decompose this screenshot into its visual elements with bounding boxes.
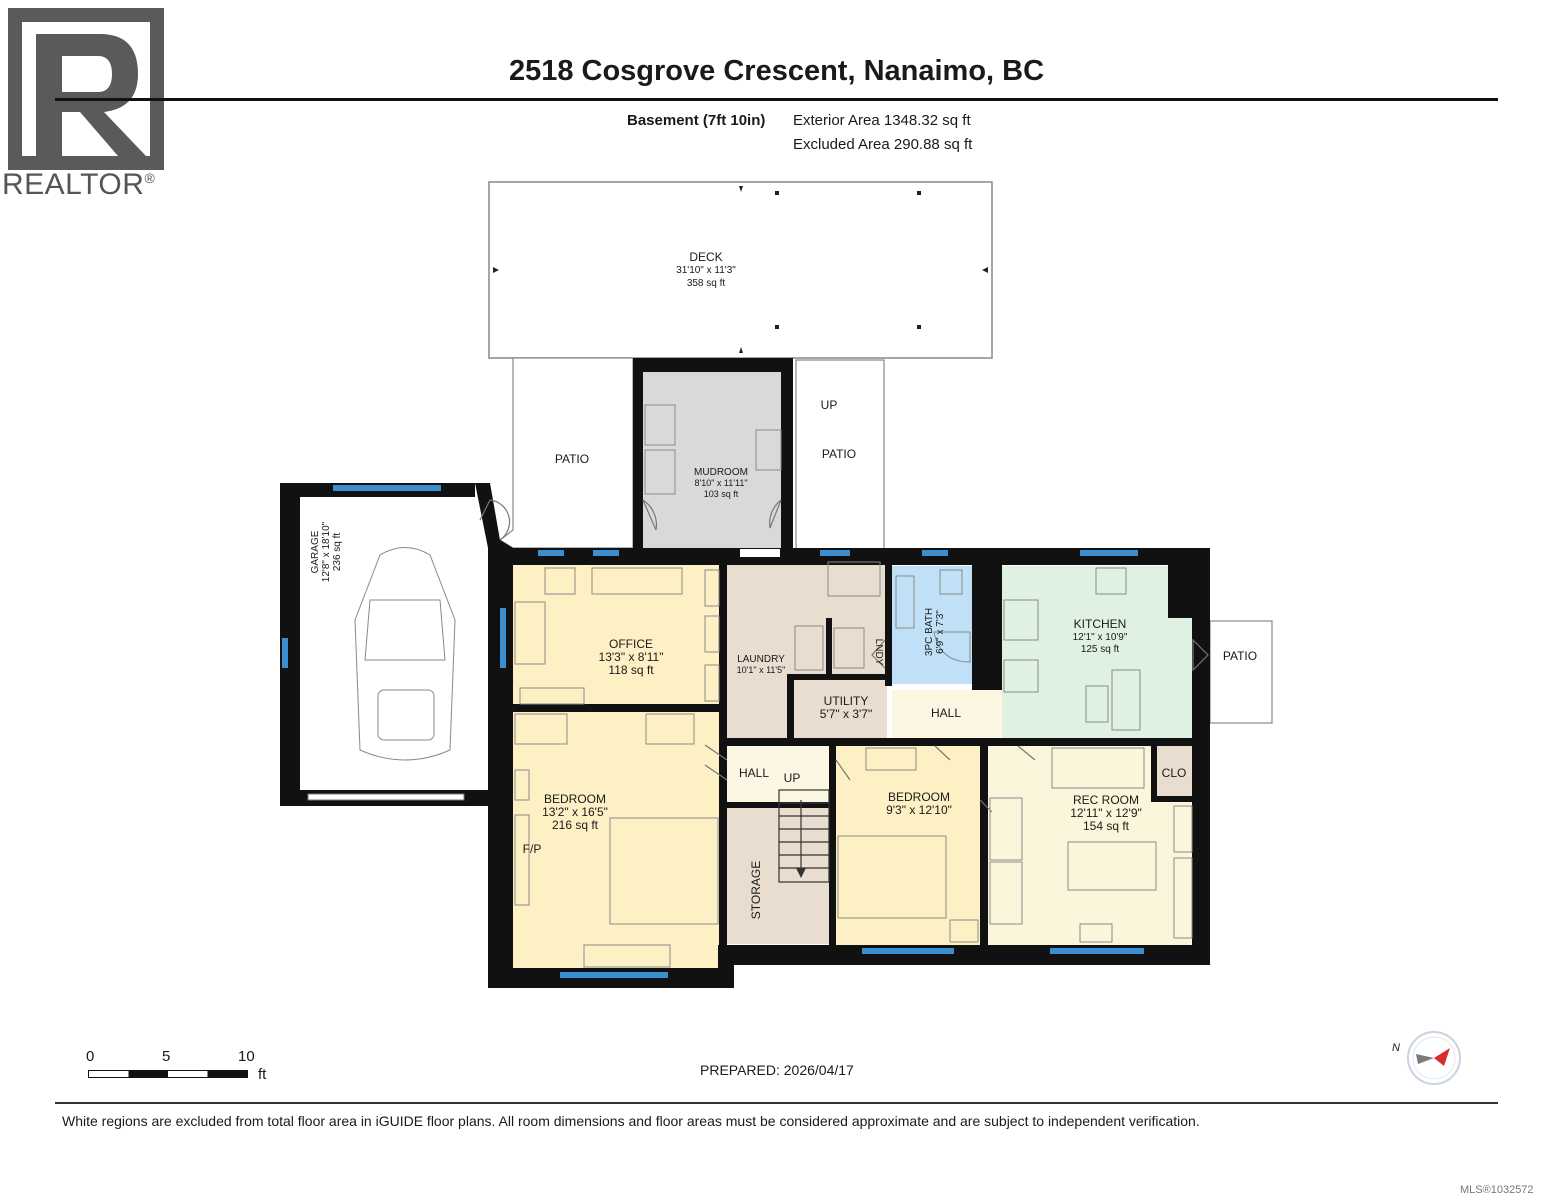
excluded-area: Excluded Area 290.88 sq ft	[793, 136, 973, 153]
up-stairs-label: UP	[784, 771, 801, 785]
deck-markers	[493, 186, 988, 353]
realtor-logo-icon	[8, 8, 164, 170]
office-dims: 13'3" x 8'11"	[599, 650, 664, 664]
patio-middle-label: PATIO	[822, 447, 856, 461]
bedroom-2-name: BEDROOM	[888, 790, 950, 804]
patio-left-label: PATIO	[555, 452, 589, 466]
hall-right-label: HALL	[931, 706, 961, 720]
lndy-label: LNDY	[873, 639, 884, 666]
utility-name: UTILITY	[824, 694, 869, 708]
laundry-name: LAUNDRY	[737, 654, 785, 665]
bedroom-1-dims: 13'2" x 16'5"	[542, 805, 608, 819]
level-label: Basement (7ft 10in)	[627, 112, 766, 129]
hall-right-fill	[892, 690, 1002, 738]
bath-fill	[892, 566, 974, 684]
closet-fill	[1155, 745, 1193, 801]
storage-label: STORAGE	[749, 861, 763, 919]
realtor-wordmark: REALTOR®	[2, 168, 156, 201]
stairs-arrow	[796, 868, 806, 878]
rec-room-area: 154 sq ft	[1083, 819, 1130, 833]
stairs	[778, 789, 830, 883]
bedroom-1-area: 216 sq ft	[552, 818, 599, 832]
page-title: 2518 Cosgrove Crescent, Nanaimo, BC	[508, 55, 1045, 87]
compass-icon	[1407, 1031, 1461, 1085]
rec-room-name: REC ROOM	[1073, 793, 1139, 807]
deck-name: DECK	[689, 250, 722, 264]
garage-door	[307, 793, 465, 801]
exterior-area: Exterior Area 1348.32 sq ft	[793, 112, 971, 129]
garage-fill	[300, 497, 488, 790]
mls-number: MLS®1032572	[1460, 1184, 1534, 1196]
kitchen-fill	[1002, 566, 1192, 738]
kitchen-dims: 12'1" x 10'9"	[1073, 632, 1128, 643]
title-rule	[55, 98, 1498, 101]
scale-bar: 0 5 10 ft	[85, 1048, 275, 1083]
office-area: 118 sq ft	[608, 663, 654, 677]
garage-name: GARAGE	[310, 530, 321, 573]
closet-label: CLO	[1162, 766, 1187, 780]
kitchen-name: KITCHEN	[1074, 617, 1127, 631]
deck-area: 358 sq ft	[687, 278, 726, 289]
footer-rule	[55, 1102, 1498, 1104]
bedroom-2-dims: 9'3" x 12'10"	[886, 803, 952, 817]
garage-area: 236 sq ft	[332, 533, 343, 572]
mudroom-name: MUDROOM	[694, 467, 748, 478]
prepared-date: PREPARED: 2026/04/17	[700, 1062, 854, 1078]
deck-area	[488, 181, 993, 359]
scale-graphic	[88, 1070, 248, 1078]
bedroom-1-name: BEDROOM	[544, 792, 606, 806]
office-name: OFFICE	[609, 637, 653, 651]
bath-name: 3PC BATH	[924, 608, 935, 656]
mudroom-area: 103 sq ft	[704, 489, 739, 499]
rec-room-dims: 12'11" x 12'9"	[1070, 806, 1142, 820]
mudroom-dims: 8'10" x 11'11"	[694, 478, 747, 488]
bedroom-2-fill	[836, 745, 982, 945]
fireplace-label: F/P	[523, 842, 542, 856]
windows	[282, 485, 1144, 978]
office-fill	[513, 565, 723, 708]
scale-label-0: 0	[86, 1048, 95, 1065]
utility-fill	[794, 678, 886, 738]
compass: N	[1388, 1030, 1468, 1086]
mudroom-opening	[740, 549, 780, 557]
bath-dims: 6'9" x 7'3"	[935, 610, 946, 654]
realtor-logo	[8, 8, 164, 170]
laundry-dims: 10'1" x 11'5"	[737, 665, 786, 675]
scale-label-10: 10	[238, 1048, 255, 1065]
garage-corner-wall	[475, 483, 513, 548]
patio-right-area	[1209, 620, 1273, 724]
scale-label-5: 5	[162, 1048, 171, 1065]
kitchen-area: 125 sq ft	[1081, 644, 1120, 655]
patio-right-label: PATIO	[1223, 649, 1257, 663]
hall-left-label: HALL	[739, 766, 769, 780]
furniture	[354, 404, 1193, 968]
disclaimer: White regions are excluded from total fl…	[62, 1113, 1200, 1129]
utility-dims: 5'7" x 3'7"	[820, 707, 872, 721]
garage-dims: 12'8" x 18'10"	[321, 521, 332, 582]
up-top-label: UP	[821, 398, 838, 412]
scale-unit: ft	[258, 1066, 267, 1083]
deck-dims: 31'10" x 11'3"	[676, 265, 736, 276]
bedroom-1-fill	[513, 712, 723, 969]
mudroom-fill	[643, 372, 781, 554]
compass-north-label: N	[1392, 1042, 1400, 1054]
patio-middle-area	[795, 359, 885, 551]
